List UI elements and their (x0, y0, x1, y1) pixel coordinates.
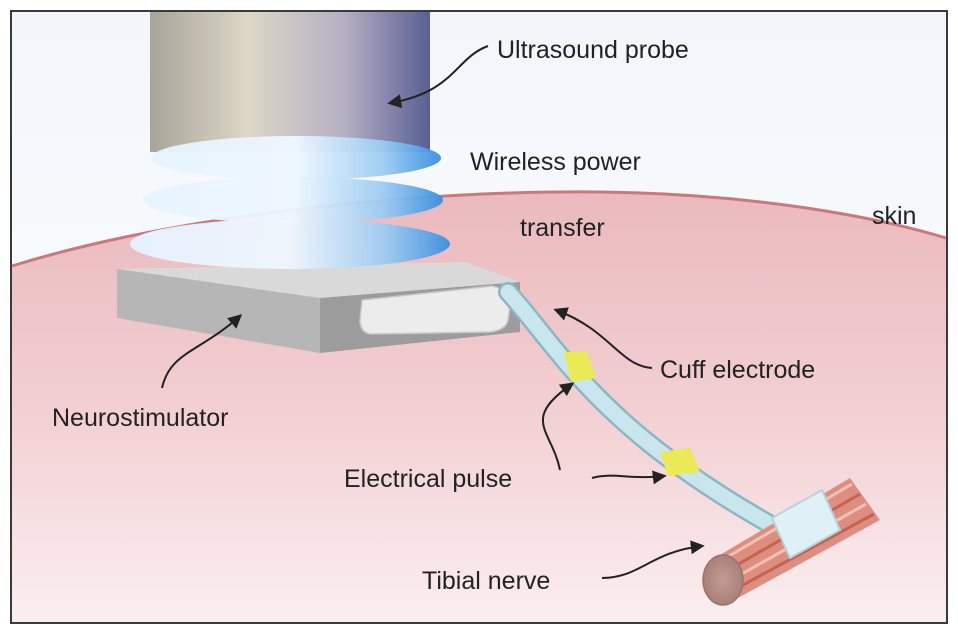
arrow-electrical-pulse-2 (591, 470, 667, 485)
label-transfer: transfer (520, 214, 605, 242)
label-ultrasound-probe: Ultrasound probe (497, 36, 689, 64)
label-cuff-electrode: Cuff electrode (660, 356, 815, 384)
tibial-nerve (702, 478, 880, 606)
neurostimulator (117, 262, 520, 353)
cuff-electrode-lead (498, 282, 790, 540)
label-skin: skin (872, 202, 916, 230)
arrow-electrical-pulse-1 (541, 382, 575, 471)
arrow-ultrasound-probe (387, 45, 489, 109)
arrow-neurostimulator (161, 314, 243, 389)
ultrasound-probe (150, 12, 430, 152)
electrical-pulse-band-1 (564, 352, 596, 382)
label-neurostimulator: Neurostimulator (52, 404, 228, 432)
arrow-cuff-electrode (553, 307, 653, 369)
nerve-cuff (770, 488, 842, 560)
label-tibial-nerve: Tibial nerve (422, 567, 550, 595)
callout-arrows (161, 45, 705, 579)
electrical-pulse-band-2 (660, 448, 700, 476)
wireless-power-waves (130, 136, 450, 269)
arrow-tibial-nerve (601, 540, 705, 579)
label-wireless-power: Wireless power (470, 148, 641, 176)
label-electrical-pulse: Electrical pulse (344, 465, 512, 493)
